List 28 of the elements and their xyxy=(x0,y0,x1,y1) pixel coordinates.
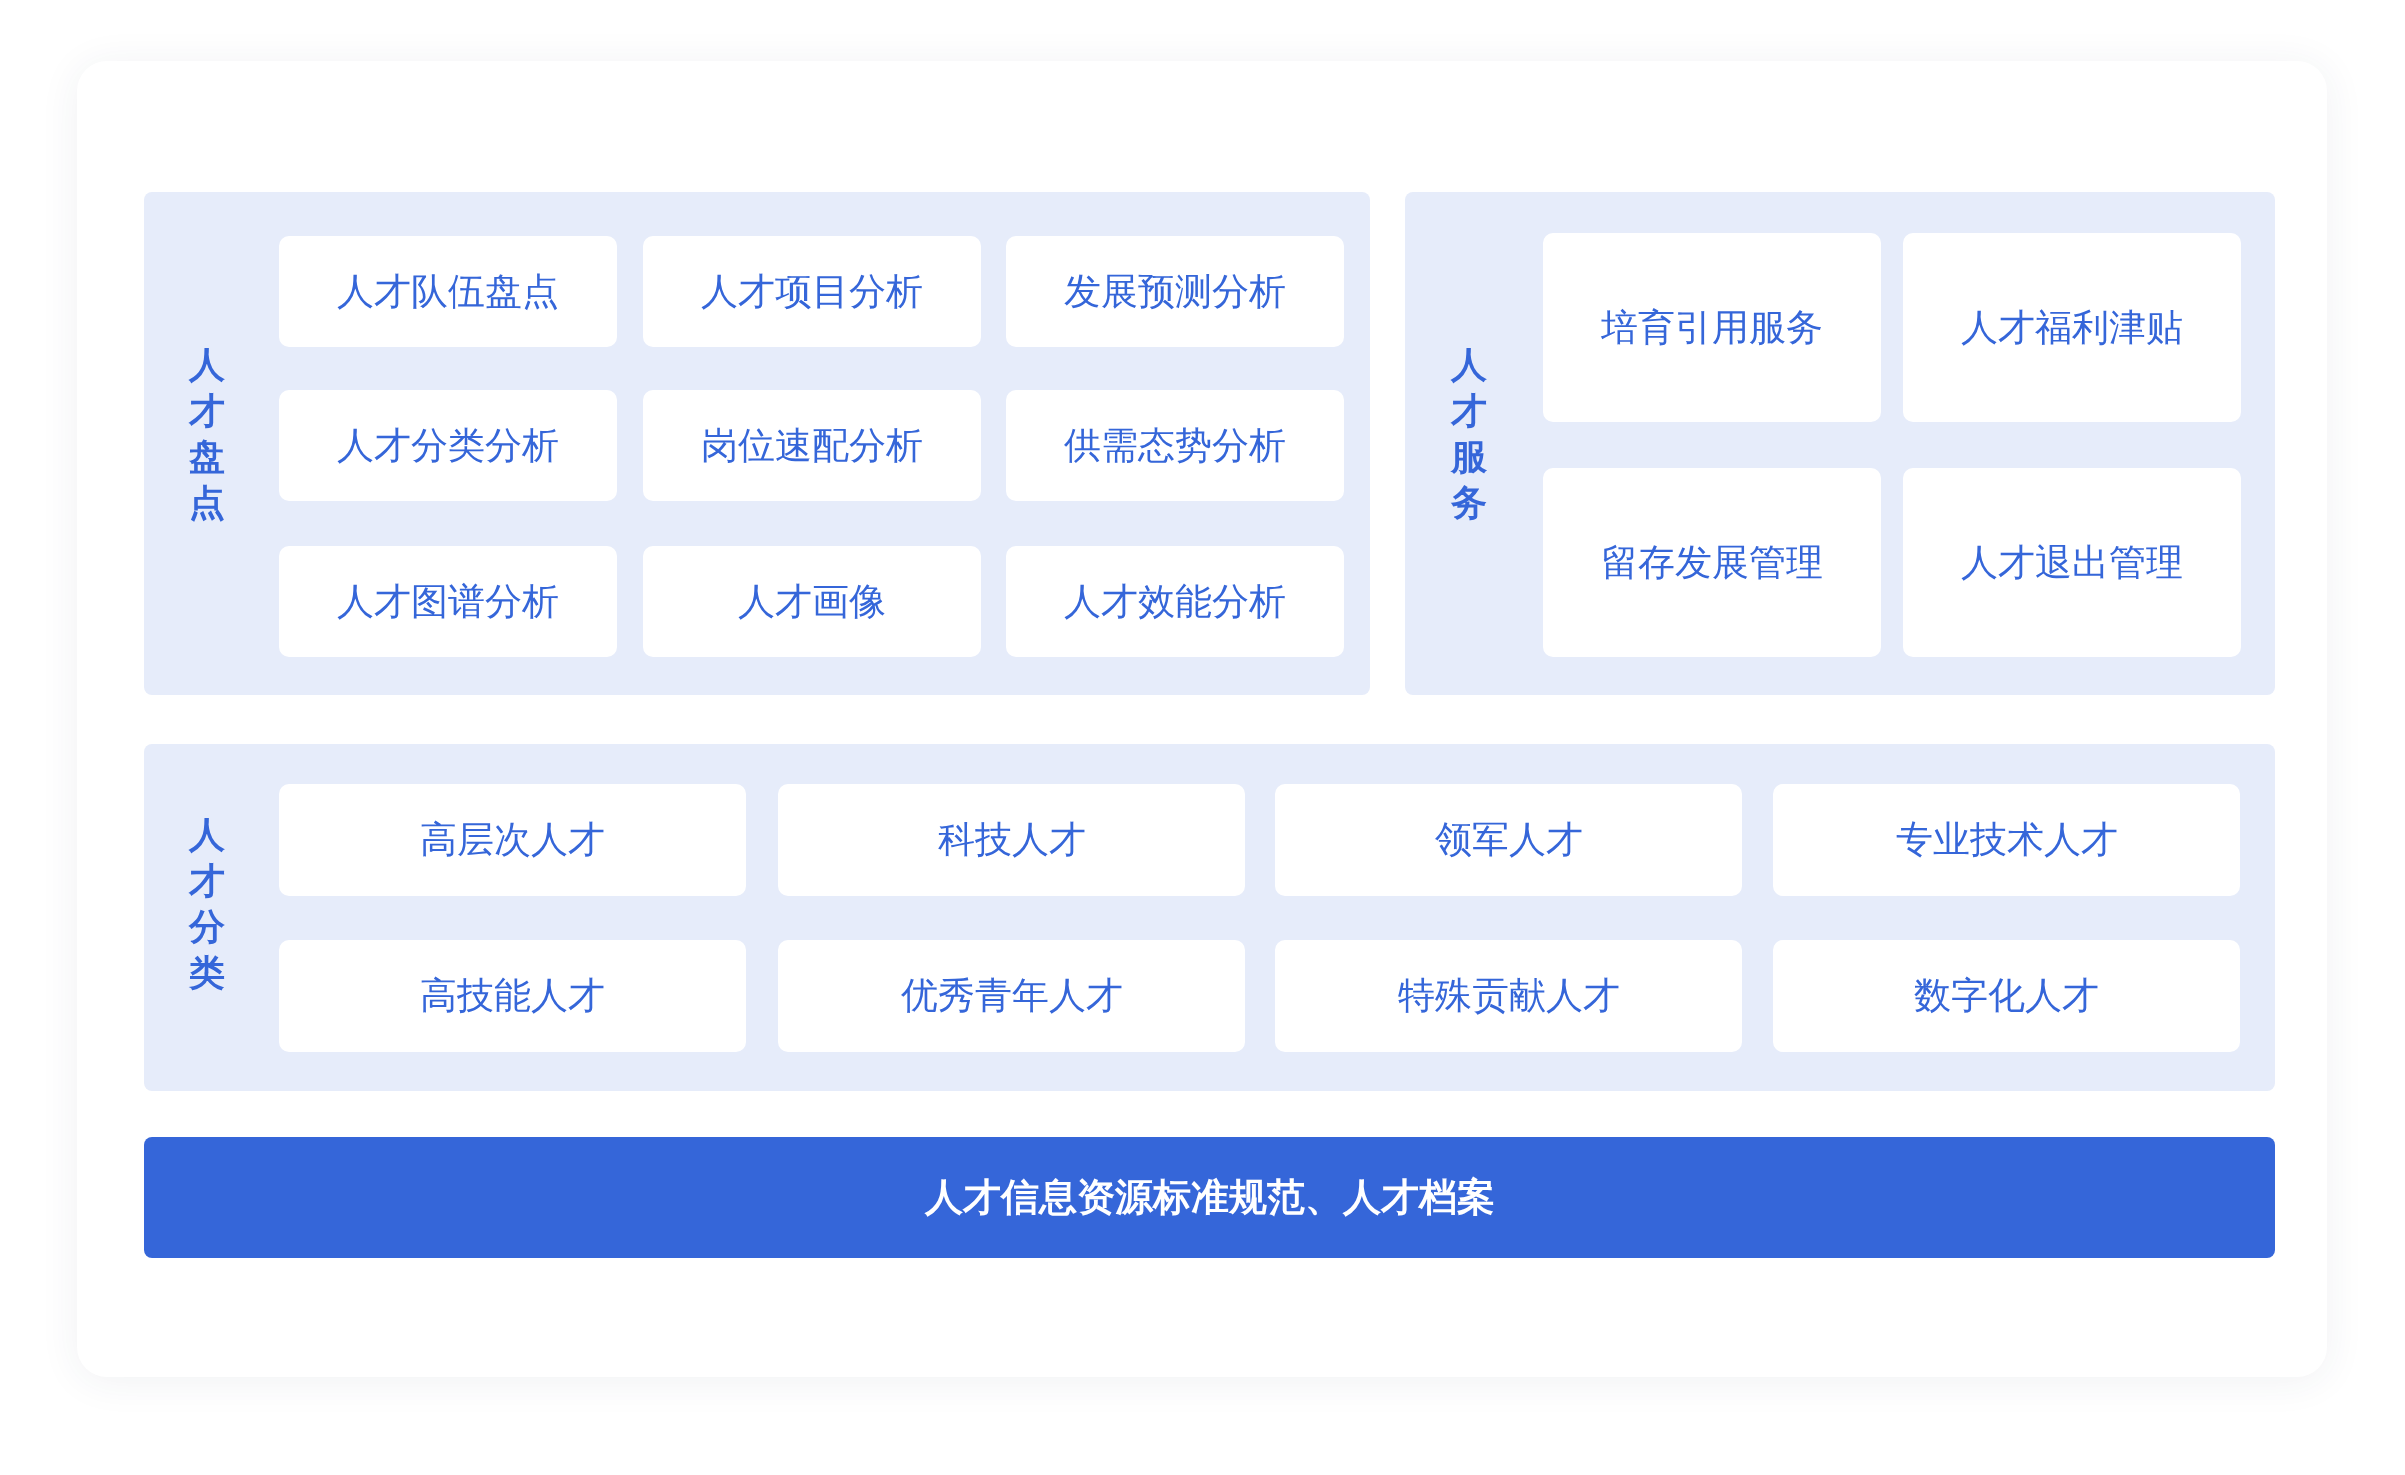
item-tile: 人才效能分析 xyxy=(1006,546,1344,657)
category-panel xyxy=(144,192,1370,695)
item-tile: 数字化人才 xyxy=(1773,940,2240,1052)
category-panel xyxy=(1405,192,2275,695)
panel-heading: 人才盘点 xyxy=(188,343,226,525)
item-tile: 发展预测分析 xyxy=(1006,236,1344,347)
item-tile: 人才画像 xyxy=(643,546,981,657)
item-tile: 培育引用服务 xyxy=(1543,233,1881,422)
item-tile: 人才退出管理 xyxy=(1903,468,2241,657)
item-tile: 人才队伍盘点 xyxy=(279,236,617,347)
panel-heading: 人才分类 xyxy=(188,813,226,995)
item-tile: 领军人才 xyxy=(1275,784,1742,896)
item-tile: 科技人才 xyxy=(778,784,1245,896)
item-tile: 岗位速配分析 xyxy=(643,390,981,501)
item-tile: 优秀青年人才 xyxy=(778,940,1245,1052)
item-tile: 专业技术人才 xyxy=(1773,784,2240,896)
category-panel xyxy=(144,744,2275,1091)
item-tile: 人才项目分析 xyxy=(643,236,981,347)
item-tile: 高层次人才 xyxy=(279,784,746,896)
item-tile: 人才图谱分析 xyxy=(279,546,617,657)
panel-heading: 人才服务 xyxy=(1449,343,1488,525)
item-tile: 供需态势分析 xyxy=(1006,390,1344,501)
item-tile: 高技能人才 xyxy=(279,940,746,1052)
item-tile: 特殊贡献人才 xyxy=(1275,940,1742,1052)
item-tile: 人才分类分析 xyxy=(279,390,617,501)
foundation-bar: 人才信息资源标准规范、人才档案 xyxy=(144,1137,2275,1258)
item-tile: 人才福利津贴 xyxy=(1903,233,2241,422)
item-tile: 留存发展管理 xyxy=(1543,468,1881,657)
